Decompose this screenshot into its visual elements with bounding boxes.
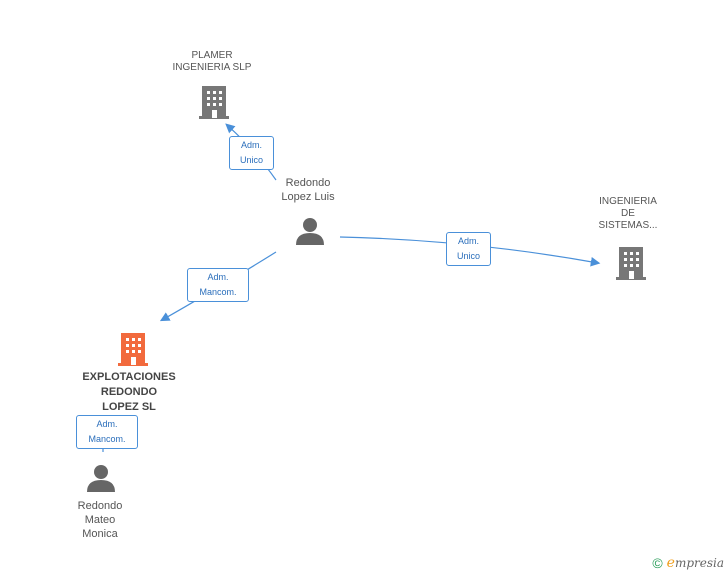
building-icon[interactable] [615, 245, 647, 281]
edge-label-adm-unico[interactable]: Adm. Unico [229, 136, 274, 170]
edge-label-line2: Mancom. [199, 287, 237, 297]
edge-label-line2: Unico [239, 155, 263, 165]
building-icon-focus[interactable] [117, 331, 149, 367]
building-icon[interactable] [198, 84, 230, 120]
edge-label-adm-mancom[interactable]: Adm. Mancom. [187, 268, 249, 302]
edge-label-line2: Mancom. [88, 434, 126, 444]
brand-rest: mpresia [674, 556, 724, 570]
person-icon[interactable] [85, 463, 117, 493]
edge-label-line1: Adm. [240, 140, 262, 150]
empresia-logo[interactable]: empresia [667, 555, 724, 571]
edge-label-adm-mancom[interactable]: Adm. Mancom. [76, 415, 138, 449]
company-label-explotaciones[interactable]: EXPLOTACIONES REDONDO LOPEZ SL [82, 371, 176, 413]
footer-branding: © empresia [652, 555, 724, 571]
brand-initial: e [666, 555, 675, 571]
company-label-ingenieria[interactable]: INGENIERIA DE SISTEMAS... [598, 196, 658, 231]
edge-label-line1: Adm. [96, 419, 118, 429]
edge-label-adm-unico[interactable]: Adm. Unico [446, 232, 491, 266]
person-icon[interactable] [294, 216, 326, 246]
person-label-redondo-lopez-luis[interactable]: Redondo Lopez Luis [281, 177, 335, 203]
edge-label-line1: Adm. [207, 272, 229, 282]
company-label-planmer[interactable]: PLAMER INGENIERIA SLP [172, 50, 252, 73]
edge-label-line2: Unico [456, 251, 480, 261]
edge-label-line1: Adm. [457, 236, 479, 246]
person-label-redondo-mateo-monica[interactable]: Redondo Mateo Monica [77, 500, 123, 540]
copyright-icon: © [652, 555, 663, 571]
